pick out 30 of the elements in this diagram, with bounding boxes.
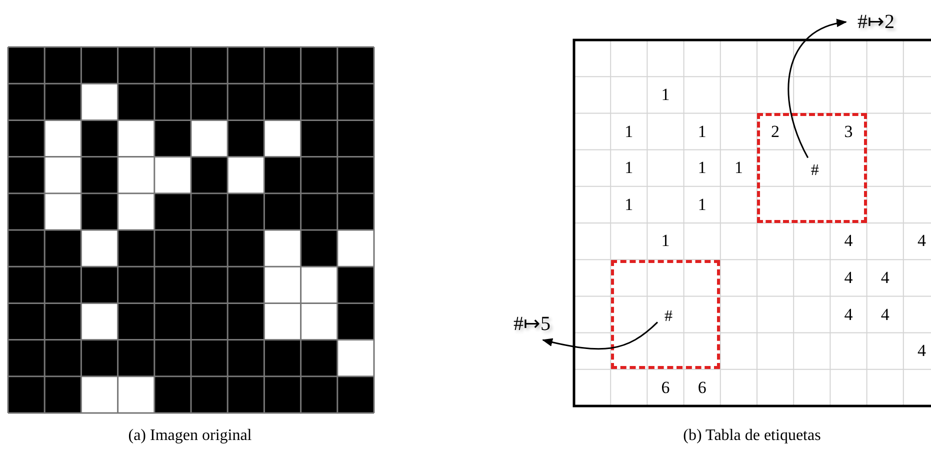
cell-label: 1 [733, 157, 744, 180]
cell-label: 1 [624, 157, 634, 180]
curved-arrow [788, 20, 848, 158]
figure-caption: (a) Imagen original [128, 426, 252, 446]
cell-marker: # [650, 305, 687, 330]
cell-label: 4 [880, 304, 890, 326]
mapping-note: #↦5 [503, 310, 561, 338]
figure-caption: (b) Tabla de etiquetas [683, 426, 821, 446]
cell-label: 1 [660, 230, 671, 252]
cell-label: 4 [880, 266, 890, 289]
cell-label: 1 [624, 120, 634, 142]
cell-marker: # [796, 158, 834, 183]
cell-label: 1 [660, 84, 671, 106]
cell-label: 4 [843, 266, 854, 289]
curved-arrow [542, 322, 658, 350]
dashed-neighborhood-box [610, 260, 720, 370]
cell-label: 4 [916, 340, 927, 362]
cell-label: 4 [843, 230, 854, 252]
dashed-neighborhood-box [757, 113, 867, 223]
cell-label: 6 [696, 376, 708, 399]
cell-label: 1 [696, 120, 708, 142]
cell-label: 1 [696, 157, 708, 180]
cell-label: 2 [770, 120, 781, 142]
cell-label: 1 [624, 194, 634, 216]
cell-label: 4 [843, 304, 854, 326]
cell-label: 1 [696, 194, 708, 216]
cell-label: 4 [916, 230, 927, 252]
cell-label: 3 [843, 120, 854, 142]
mapping-note: #↦2 [846, 8, 906, 36]
cell-label: 6 [660, 376, 671, 399]
